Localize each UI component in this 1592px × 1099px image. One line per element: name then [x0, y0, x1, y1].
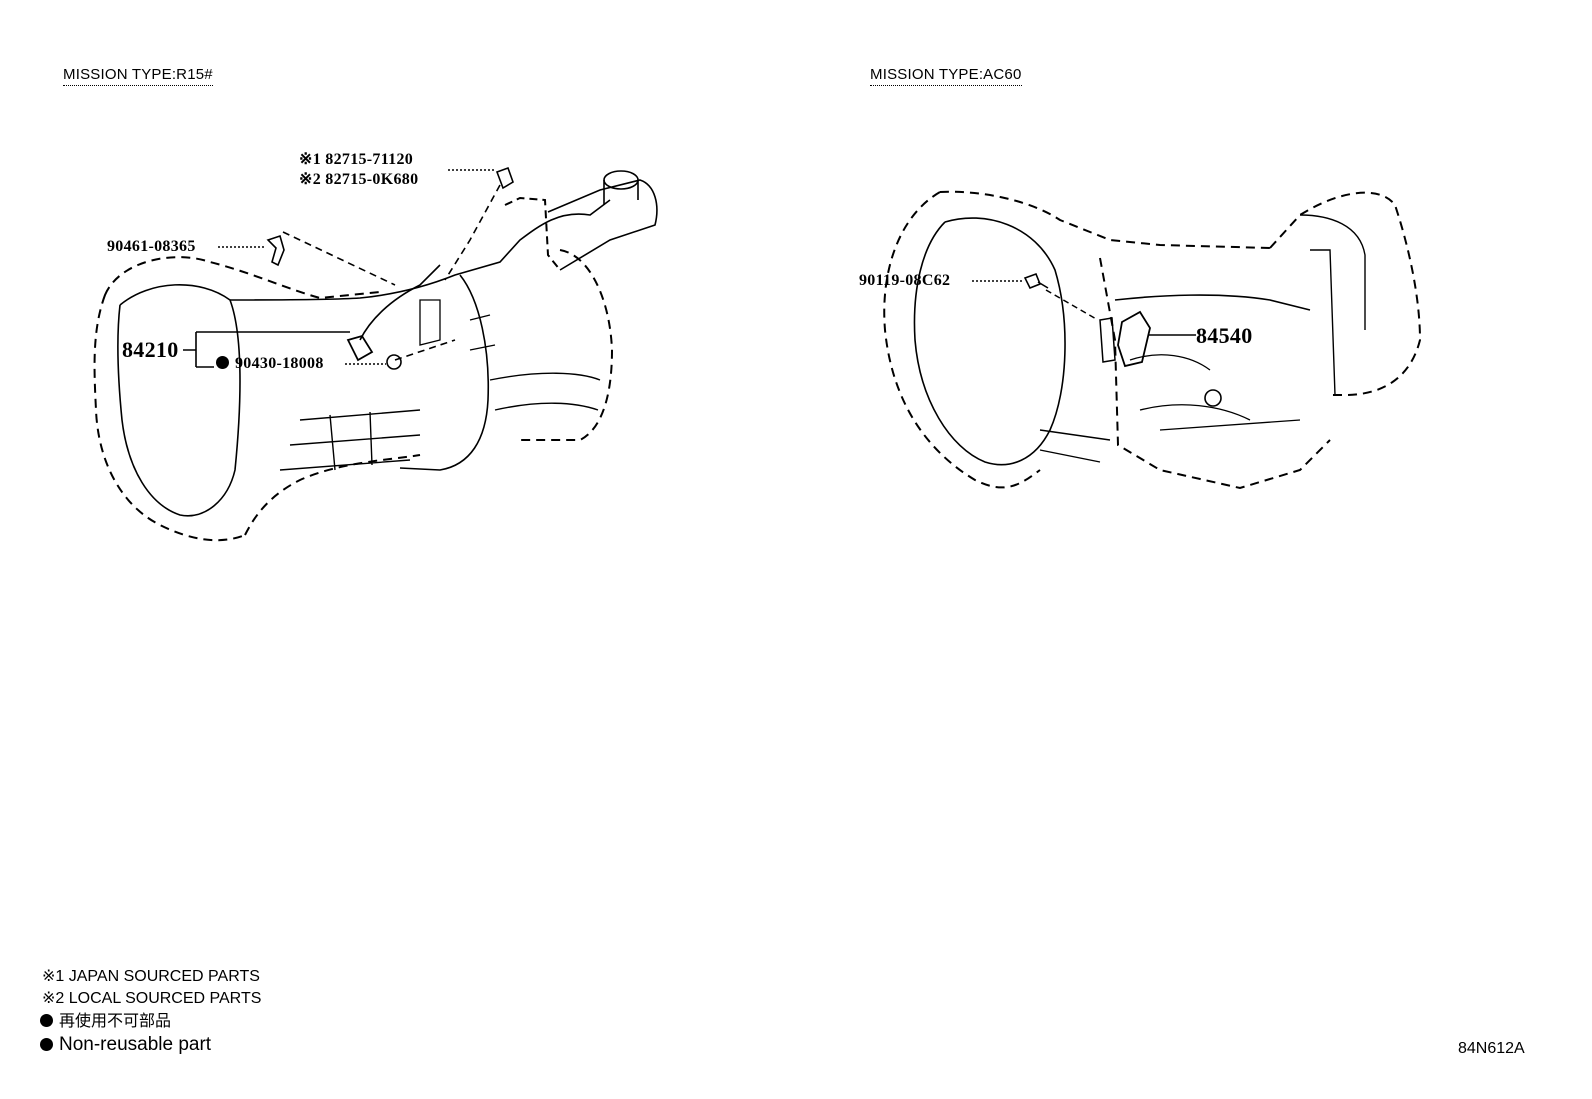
part-label-90430-18008[interactable]: 90430-18008: [216, 355, 324, 373]
part-number: 90430-18008: [235, 355, 324, 372]
legend-note-2: ※2 LOCAL SOURCED PARTS: [42, 990, 262, 1007]
non-reusable-dot-icon: [40, 1038, 53, 1051]
legend-non-reusable-en: Non-reusable part: [40, 1034, 211, 1055]
diagram-code: 84N612A: [1458, 1040, 1525, 1057]
part-label-90461-08365[interactable]: 90461-08365: [107, 238, 196, 255]
legend-note-1: ※1 JAPAN SOURCED PARTS: [42, 968, 260, 985]
automatic-transmission-drawing: [883, 190, 1422, 490]
non-reusable-dot-icon: [216, 356, 229, 369]
legend-text: 再使用不可部品: [59, 1013, 172, 1030]
part-label-90119-08c62[interactable]: 90119-08C62: [859, 272, 951, 289]
part-label-82715-71120[interactable]: ※1 82715-71120: [299, 151, 414, 168]
manual-transmission-drawing: [93, 166, 658, 542]
part-label-84540[interactable]: 84540: [1196, 323, 1253, 348]
non-reusable-dot-icon: [40, 1014, 53, 1027]
right-section-title: MISSION TYPE:AC60: [870, 66, 1022, 86]
part-label-84210[interactable]: 84210: [122, 337, 179, 362]
legend-non-reusable-jp: 再使用不可部品: [40, 1011, 171, 1032]
left-section-title: MISSION TYPE:R15#: [63, 66, 213, 86]
legend-text: Non-reusable part: [59, 1034, 212, 1055]
part-label-82715-0k680[interactable]: ※2 82715-0K680: [299, 171, 419, 188]
